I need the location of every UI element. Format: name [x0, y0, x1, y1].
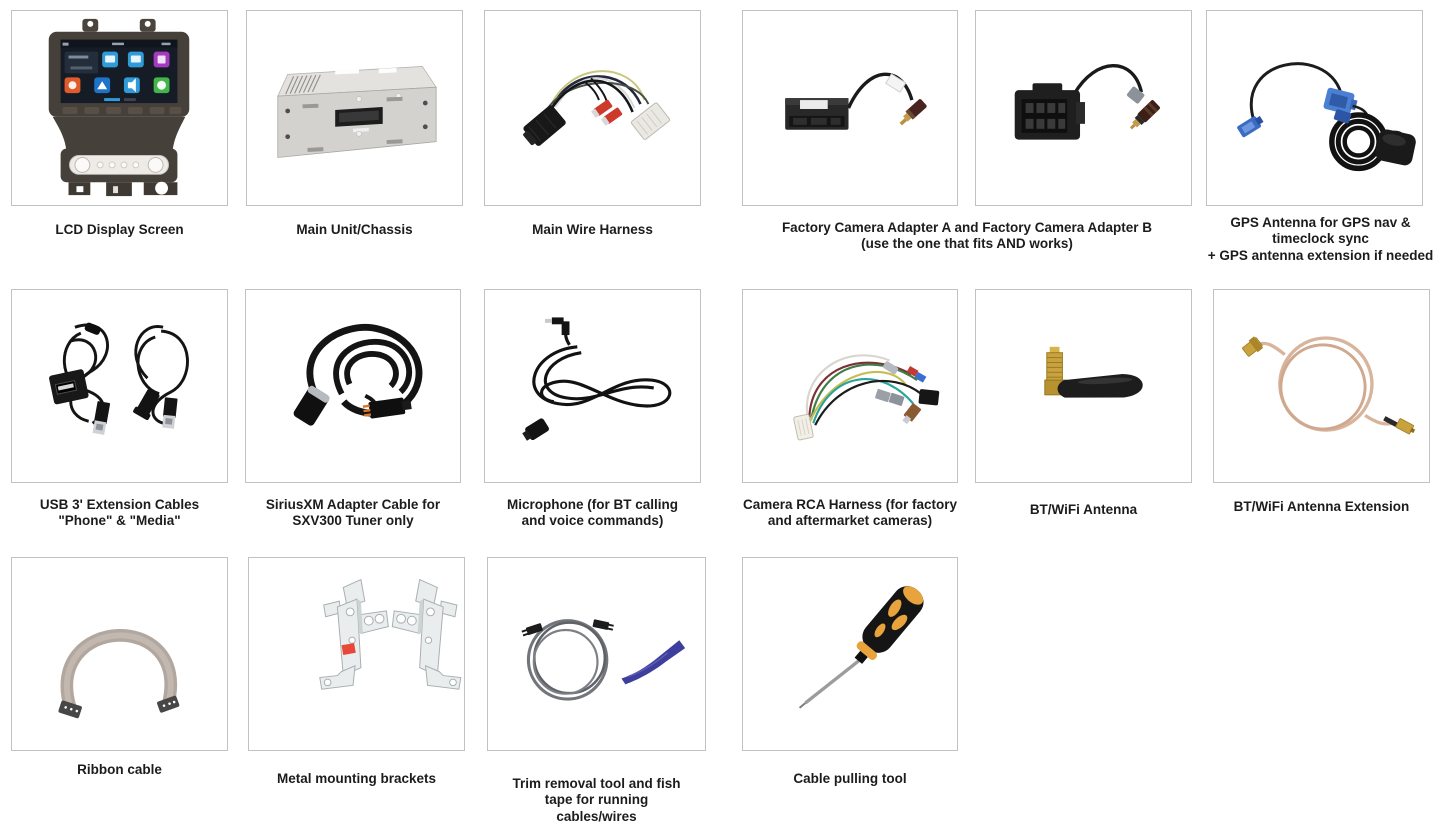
part-box-metal-mounting-brackets: [248, 557, 465, 751]
part-box-usb-extension-cables: [11, 289, 228, 483]
bt-wifi-antenna-image: [1044, 346, 1143, 398]
label-metal-mounting-brackets: Metal mounting brackets: [276, 771, 437, 786]
part-box-main-wire-harness: [484, 10, 701, 206]
part-box-factory-camera-adapter-b: [975, 10, 1192, 206]
label-bt-wifi-antenna-extension: BT/WiFi Antenna Extension: [1233, 499, 1410, 514]
part-box-bt-wifi-antenna-extension: [1213, 289, 1430, 483]
part-box-cable-pulling-tool: [742, 557, 958, 751]
gps-antenna-image: [1237, 58, 1416, 172]
label-main-unit-chassis: Main Unit/Chassis: [296, 222, 413, 237]
label-bt-wifi-antenna: BT/WiFi Antenna: [1029, 502, 1138, 517]
part-box-lcd-display-screen: [11, 10, 228, 206]
part-box-microphone: [484, 289, 701, 483]
label-ribbon-cable: Ribbon cable: [77, 762, 162, 777]
label-camera-rca-harness: Camera RCA Harness (for factory and afte…: [742, 497, 958, 529]
part-box-gps-antenna: [1206, 10, 1423, 206]
label-main-wire-harness: Main Wire Harness: [532, 222, 653, 237]
main-unit-chassis-image: [277, 66, 437, 158]
factory-camera-adapter-a-image: [785, 72, 927, 130]
part-box-camera-rca-harness: [742, 289, 958, 483]
metal-mounting-brackets-image: [319, 579, 462, 690]
label-siriusxm-adapter-cable: SiriusXM Adapter Cable for SXV300 Tuner …: [265, 497, 441, 529]
label-trim-removal-tool-fish-tape: Trim removal tool and fish tape for runn…: [512, 776, 681, 824]
camera-rca-harness-image: [793, 354, 940, 441]
label-gps-antenna: GPS Antenna for GPS nav & timeclock sync…: [1207, 215, 1434, 263]
part-box-siriusxm-adapter-cable: [245, 289, 461, 483]
label-factory-camera-adapters: Factory Camera Adapter A and Factory Cam…: [781, 220, 1153, 252]
label-lcd-display-screen: LCD Display Screen: [55, 222, 184, 237]
microphone-image: [522, 317, 672, 441]
siriusxm-adapter-cable-image: [293, 324, 423, 426]
ribbon-cable-image: [58, 629, 180, 719]
part-box-main-unit-chassis: [246, 10, 463, 206]
bt-wifi-antenna-extension-image: [1242, 336, 1416, 435]
label-usb-extension-cables: USB 3' Extension Cables "Phone" & "Media…: [39, 497, 200, 529]
cable-pulling-tool-image: [798, 586, 924, 709]
part-box-trim-removal-tool-fish-tape: [487, 557, 706, 751]
factory-camera-adapter-b-image: [1014, 64, 1160, 140]
label-microphone: Microphone (for BT calling and voice com…: [507, 497, 678, 529]
lcd-display-screen-image: [48, 18, 190, 197]
trim-removal-tool-fish-tape-image: [521, 619, 686, 701]
part-box-factory-camera-adapter-a: [742, 10, 958, 206]
part-box-ribbon-cable: [11, 557, 228, 751]
main-wire-harness-image: [523, 70, 671, 146]
usb-extension-cables-image: [49, 322, 189, 435]
label-cable-pulling-tool: Cable pulling tool: [793, 771, 907, 786]
part-box-bt-wifi-antenna: [975, 289, 1192, 483]
